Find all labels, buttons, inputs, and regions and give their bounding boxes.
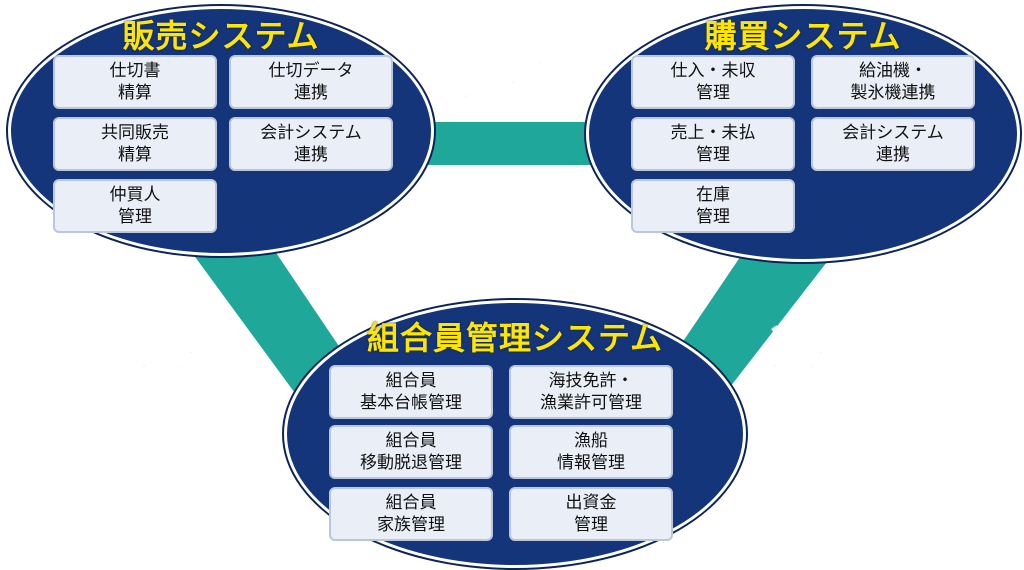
item-line: 移動脱退管理 (360, 453, 462, 473)
item-line: 情報管理 (557, 453, 625, 473)
sales-system-title: 販売システム (122, 17, 320, 55)
item-line: 管理 (696, 145, 730, 165)
item-line: 共同販売 (101, 123, 169, 143)
item-line: 精算 (118, 83, 152, 103)
sales-item: 会計システム 連携 (229, 117, 393, 171)
item-line: 会計システム (842, 123, 944, 143)
item-line: 管理 (696, 207, 730, 227)
item-line: 出資金 (565, 493, 617, 513)
member-item: 組合員 家族管理 (329, 487, 493, 541)
item-line: 海技免許・ (548, 371, 634, 391)
item-line: 組合員 (385, 493, 437, 513)
link-sales-member-band (190, 232, 355, 400)
sales-item: 仲買人 管理 (53, 179, 217, 233)
link-label-right: 連携 (769, 322, 863, 378)
item-line: 売上・未払 (670, 123, 756, 143)
purchase-system-title: 購買システム (704, 17, 902, 55)
item-line: 仕切書 (109, 61, 161, 81)
purchase-item: 会計システム 連携 (811, 117, 975, 171)
item-line: 在庫 (696, 185, 730, 205)
link-label-top: 連携 (461, 52, 555, 108)
item-line: 仕入・未収 (670, 61, 756, 81)
item-line: 給油機・ (859, 61, 927, 81)
item-line: 製氷機連携 (850, 83, 936, 103)
member-system: 組合員管理システム 組合員 基本台帳管理 海技免許・ 漁業許可管理 組合員 移動… (284, 300, 746, 568)
purchase-item: 在庫 管理 (631, 179, 795, 233)
item-line: 連携 (294, 145, 328, 165)
purchase-system: 購買システム 仕入・未収 管理 給油機・ 製氷機連携 売上・未払 管理 会計シス… (586, 6, 1020, 262)
link-sales-purchase-band (420, 122, 620, 165)
purchase-item: 売上・未払 管理 (631, 117, 795, 171)
member-item: 組合員 移動脱退管理 (329, 425, 493, 479)
member-item: 出資金 管理 (509, 487, 673, 541)
item-line: 仲買人 (109, 185, 161, 205)
item-line: 漁船 (574, 431, 608, 451)
sales-item: 仕切データ 連携 (229, 55, 393, 109)
purchase-item: 給油機・ 製氷機連携 (811, 55, 975, 109)
item-line: 管理 (696, 83, 730, 103)
sales-system: 販売システム 仕切書 精算 仕切データ 連携 共同販売 精算 会計システム 連携… (8, 6, 434, 256)
item-line: 仕切データ (268, 61, 354, 81)
member-system-title: 組合員管理システム (366, 319, 664, 357)
member-item: 漁船 情報管理 (509, 425, 673, 479)
item-line: 管理 (118, 207, 152, 227)
sales-item: 仕切書 精算 (53, 55, 217, 109)
member-item: 組合員 基本台帳管理 (329, 365, 493, 419)
purchase-item: 仕入・未収 管理 (631, 55, 795, 109)
item-line: 会計システム (260, 123, 362, 143)
item-line: 漁業許可管理 (540, 393, 642, 413)
item-line: 管理 (574, 515, 608, 535)
member-item: 海技免許・ 漁業許可管理 (509, 365, 673, 419)
item-line: 連携 (294, 83, 328, 103)
item-line: 家族管理 (377, 515, 445, 535)
sales-item: 共同販売 精算 (53, 117, 217, 171)
item-line: 連携 (876, 145, 910, 165)
item-line: 組合員 (385, 371, 437, 391)
link-label-left: 連携 (139, 322, 233, 378)
item-line: 組合員 (385, 431, 437, 451)
item-line: 精算 (118, 145, 152, 165)
item-line: 基本台帳管理 (360, 393, 462, 413)
